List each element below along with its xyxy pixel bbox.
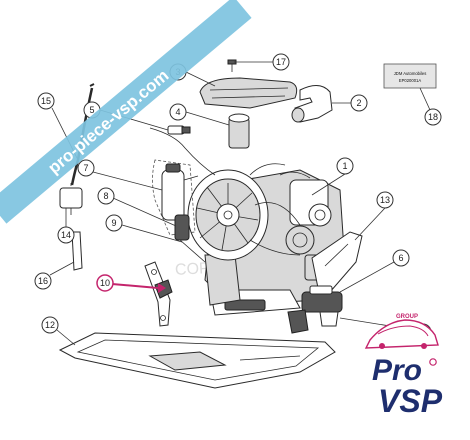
svg-text:12: 12 [45, 320, 55, 330]
label-line-1: JDM Automobiles [394, 71, 427, 76]
callout-18: 18 [424, 108, 442, 126]
part-6-engine-mount [301, 285, 343, 313]
part-7-expansion-tank [161, 163, 199, 221]
logo-accent-dot [429, 358, 437, 366]
svg-text:16: 16 [38, 276, 48, 286]
callout-16: 16 [34, 272, 52, 290]
callout-6: 6 [392, 249, 410, 267]
svg-text:1: 1 [342, 161, 347, 171]
svg-text:15: 15 [41, 96, 51, 106]
part-11-mount [287, 309, 339, 334]
svg-text:13: 13 [380, 195, 390, 205]
highlight-arrow [111, 283, 166, 293]
part-5-cable [149, 125, 216, 176]
part-17-bolt [227, 59, 237, 72]
callout-8: 8 [97, 187, 115, 205]
callout-10: 10 [96, 274, 114, 292]
callout-7: 7 [77, 159, 95, 177]
svg-text:2: 2 [356, 98, 361, 108]
svg-text:14: 14 [61, 230, 71, 240]
part-10-bracket [144, 261, 173, 327]
part-18-label: JDM Automobiles EP020001A [383, 63, 437, 89]
part-12-skid-plate [58, 332, 336, 389]
svg-text:10: 10 [100, 278, 110, 288]
callout-13: 13 [376, 191, 394, 209]
part-3-air-filter [199, 77, 298, 109]
svg-text:17: 17 [276, 57, 286, 67]
callout-1: 1 [336, 157, 354, 175]
svg-text:7: 7 [83, 163, 88, 173]
callout-9: 9 [105, 214, 123, 232]
part-2-elbow-hose [291, 85, 333, 123]
svg-text:18: 18 [428, 112, 438, 122]
callout-4: 4 [169, 103, 187, 121]
svg-text:4: 4 [175, 107, 180, 117]
leader-lines [49, 61, 431, 346]
svg-text:8: 8 [103, 191, 108, 201]
callout-15: 15 [37, 92, 55, 110]
part-9-rod [179, 239, 206, 263]
part-4-cylinder [228, 113, 250, 149]
callout-12: 12 [41, 316, 59, 334]
svg-text:6: 6 [398, 253, 403, 263]
provsp-logo: GROUP Pro VSP [364, 314, 443, 419]
website-banner-text: pro-piece-vsp.com [44, 66, 172, 178]
logo-group-text: GROUP [396, 314, 418, 320]
svg-text:9: 9 [111, 218, 116, 228]
callout-2: 2 [350, 94, 368, 112]
logo-pro-text: Pro [372, 354, 422, 387]
svg-text:5: 5 [89, 105, 94, 115]
callout-14: 14 [57, 226, 75, 244]
callout-17: 17 [272, 53, 290, 71]
label-line-2: EP020001A [399, 78, 422, 83]
logo-vsp-text: VSP [378, 383, 443, 419]
part-8-hose [174, 214, 190, 241]
part-14-fuel-filter [59, 183, 83, 215]
